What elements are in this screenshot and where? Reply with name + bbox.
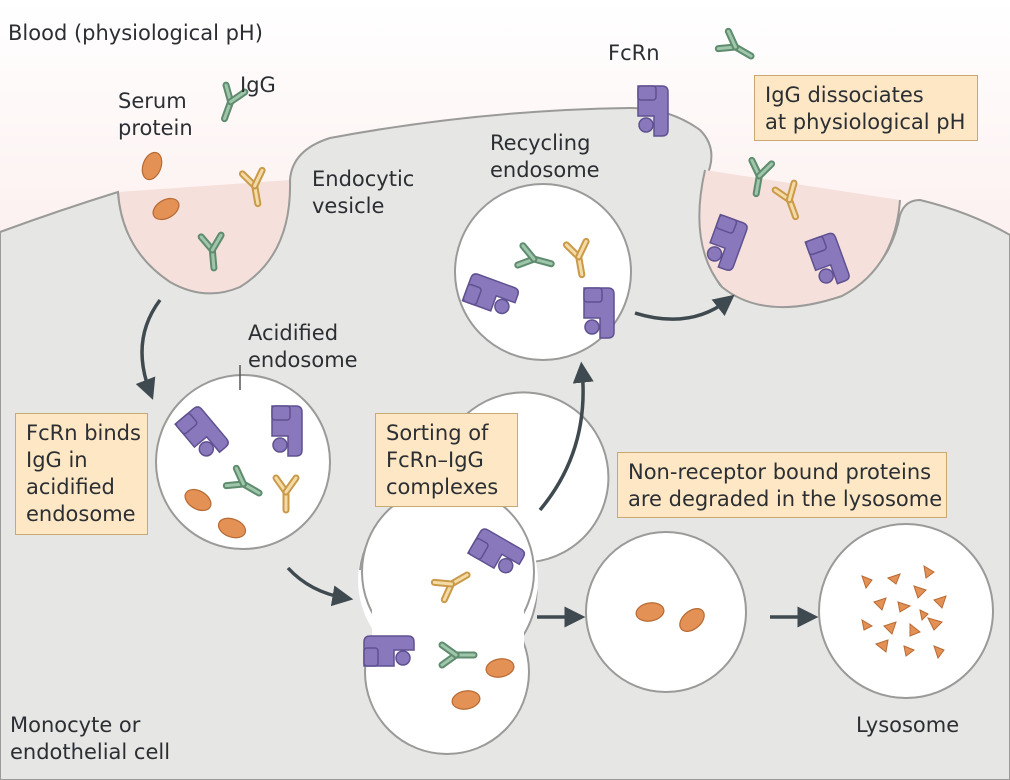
lysosome-label: Lysosome [856, 713, 960, 737]
endocytic-vesicle-label: Endocytic vesicle [312, 167, 415, 218]
lysosome [818, 523, 994, 699]
acidified-endosome [155, 374, 331, 550]
cell-label: Monocyte or endothelial cell [10, 713, 171, 764]
binding-note: FcRn binds IgG in acidified endosome [15, 413, 148, 535]
exocytic-vesicle [699, 170, 900, 308]
blood-label: Blood (physiological pH) [8, 21, 263, 45]
igg-label: IgG [240, 73, 276, 97]
late-endosome [585, 531, 747, 693]
dissociation-note: IgG dissociates at physiological pH [754, 75, 978, 141]
sorting-note: Sorting of FcRn–IgG complexes [375, 413, 518, 507]
degraded-fragments [861, 565, 947, 660]
arrow-endosome-to-sorting [286, 566, 354, 607]
arrow-recycling-to-surface [634, 294, 735, 321]
serum-protein-label: Serum protein [118, 89, 193, 140]
degradation-note: Non-receptor bound proteins are degraded… [617, 452, 947, 518]
fcrn-label: FcRn [608, 41, 660, 65]
recycling-endosome-label: Recycling endosome [490, 131, 600, 182]
arrow-sorting-to-recycling [538, 361, 594, 512]
acidified-endosome-label: Acidified endosome [248, 321, 358, 372]
arrow-vesicle-to-endosome [135, 298, 162, 400]
